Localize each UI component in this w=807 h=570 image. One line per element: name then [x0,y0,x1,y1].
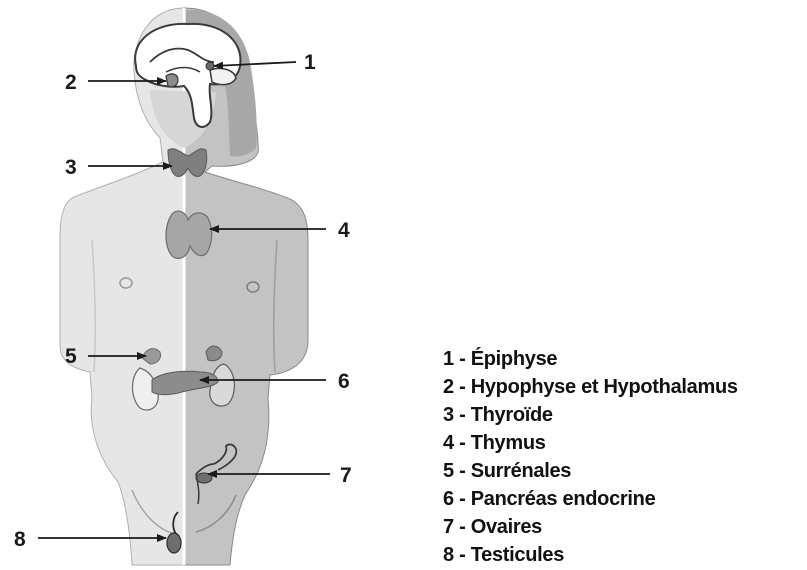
surrenale-droite [206,346,222,361]
legend-item: 6 - Pancréas endocrine [443,485,738,513]
legend-item: 8 - Testicules [443,541,738,569]
legend-number: 8 [443,544,454,566]
legend-separator: - [454,432,471,454]
legend-separator: - [454,460,471,482]
legend-separator: - [454,516,471,538]
legend-label: Thymus [471,432,546,454]
legend-separator: - [454,348,471,370]
marker-6: 6 [338,370,350,393]
legend-label: Thyroïde [471,404,553,426]
legend-label: Pancréas endocrine [471,488,656,510]
legend-label: Épiphyse [471,348,558,370]
legend-label: Surrénales [471,460,571,482]
legend-number: 4 [443,432,454,454]
marker-2: 2 [65,71,77,94]
legend-item: 2 - Hypophyse et Hypothalamus [443,373,738,401]
hypophyse [166,74,178,87]
legend-number: 1 [443,348,454,370]
legend-separator: - [454,376,471,398]
legend-number: 5 [443,460,454,482]
legend-separator: - [454,544,471,566]
thymus [166,211,212,258]
marker-5: 5 [65,345,77,368]
marker-7: 7 [340,464,352,487]
marker-8: 8 [14,528,26,551]
marker-1: 1 [304,51,316,74]
marker-4: 4 [338,219,350,242]
body-silhouette [60,8,308,565]
legend-item: 1 - Épiphyse [443,345,738,373]
epiphyse [206,62,214,70]
legend-item: 4 - Thymus [443,429,738,457]
legend-item: 7 - Ovaires [443,513,738,541]
legend-number: 3 [443,404,454,426]
legend-label: Hypophyse et Hypothalamus [471,376,738,398]
legend-number: 2 [443,376,454,398]
legend-number: 6 [443,488,454,510]
legend-separator: - [454,404,471,426]
marker-3: 3 [65,156,77,179]
legend-label: Testicules [471,544,564,566]
legend-number: 7 [443,516,454,538]
legend-item: 3 - Thyroïde [443,401,738,429]
legend-label: Ovaires [471,516,542,538]
legend-item: 5 - Surrénales [443,457,738,485]
testicule [167,533,181,553]
legend: 1 - Épiphyse 2 - Hypophyse et Hypothalam… [443,345,738,569]
legend-separator: - [454,488,471,510]
